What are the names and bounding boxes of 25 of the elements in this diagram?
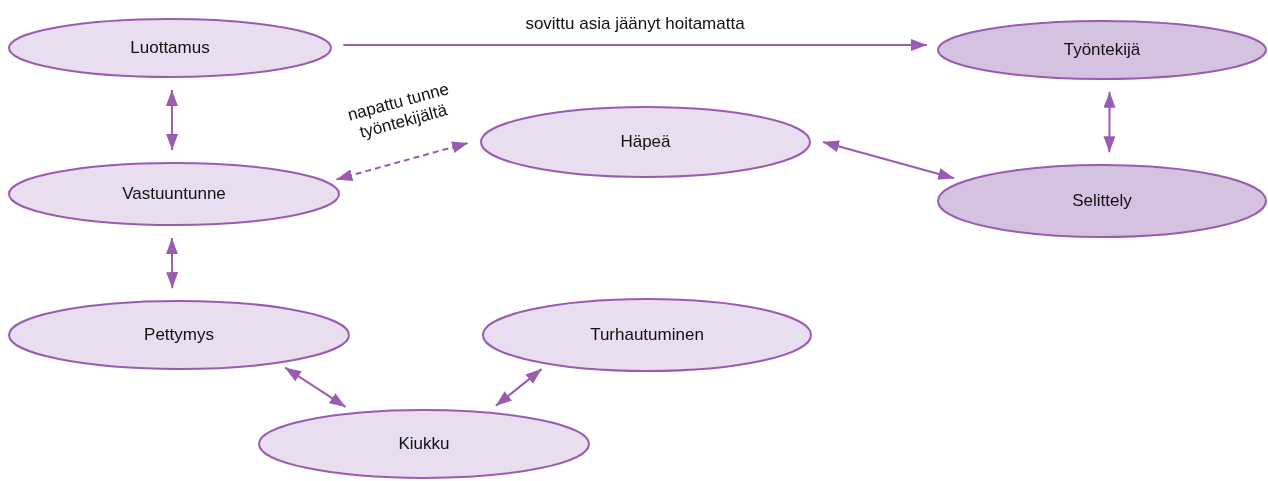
arrow [335, 141, 470, 181]
node-label: Työntekijä [1063, 40, 1141, 60]
ellipse-node [937, 164, 1267, 238]
node-label: Vastuuntunne [122, 184, 226, 204]
arrow [284, 366, 347, 408]
ellipse-node [8, 162, 340, 226]
edge-label: sovittu asia jäänyt hoitamatta [524, 14, 746, 35]
arrow [165, 237, 179, 290]
arrow [1103, 90, 1116, 154]
arrow [822, 140, 956, 180]
node-label: Selittely [1072, 191, 1132, 211]
node-label: Häpeä [620, 132, 671, 152]
ellipse-node [937, 20, 1267, 80]
ellipse-node [480, 106, 811, 178]
node-label: Kiukku [398, 434, 450, 454]
arrow [342, 39, 928, 52]
node-label: Turhautuminen [590, 325, 704, 345]
ellipse-node [258, 409, 590, 479]
ellipse-node [482, 298, 812, 372]
arrow [494, 368, 543, 407]
arrow [165, 89, 179, 151]
node-label: Luottamus [130, 38, 210, 58]
ellipse-node [8, 18, 332, 78]
node-label: Pettymys [144, 325, 214, 345]
ellipse-node [8, 300, 350, 370]
